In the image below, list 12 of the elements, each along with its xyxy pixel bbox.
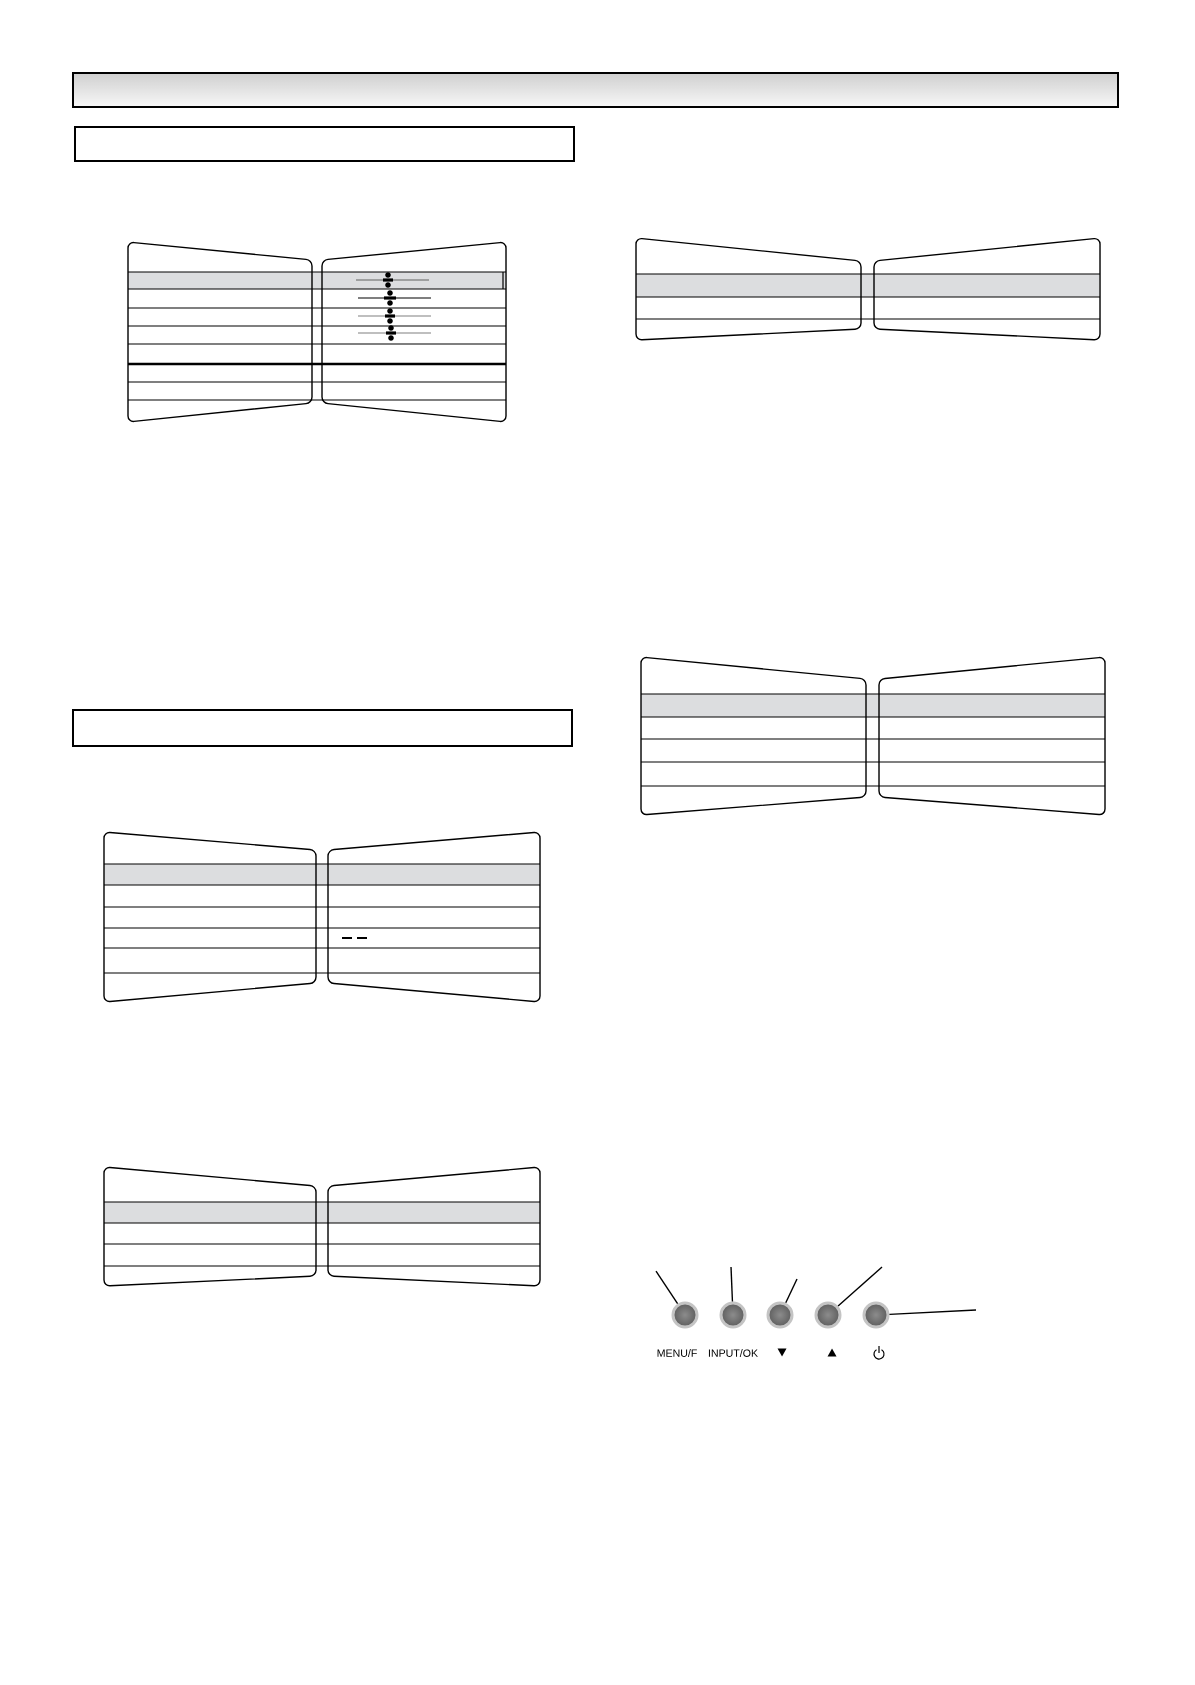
leader-line (730, 1266, 734, 1303)
round-button (766, 1301, 794, 1329)
leader-line (785, 1278, 798, 1304)
round-button (671, 1301, 699, 1329)
button-label: MENU/F (657, 1349, 697, 1357)
round-button (814, 1301, 842, 1329)
leader-line (655, 1270, 679, 1305)
round-button (719, 1301, 747, 1329)
leader-line (837, 1266, 883, 1307)
leader-line (888, 1309, 977, 1316)
button-label: INPUT/OK (708, 1349, 758, 1357)
round-button (862, 1301, 890, 1329)
